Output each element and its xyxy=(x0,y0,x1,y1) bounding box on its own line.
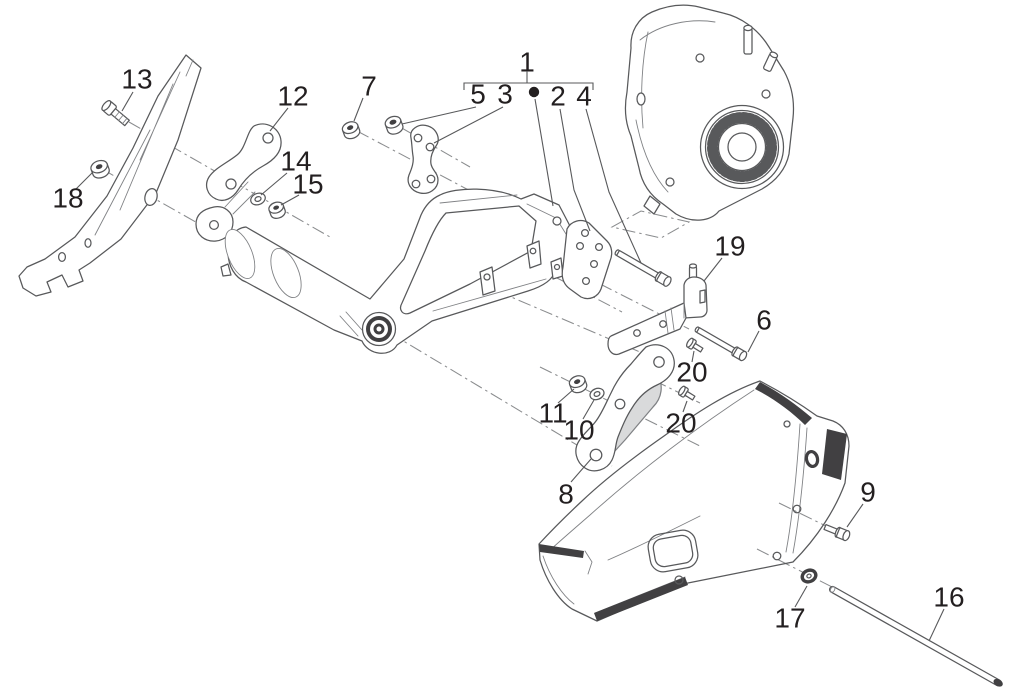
bolt-4 xyxy=(614,249,672,287)
screw-20-upper xyxy=(686,337,704,353)
axis-line-2 xyxy=(356,130,549,233)
spacer-5 xyxy=(384,115,404,135)
leader-assembly-dot xyxy=(534,98,554,207)
callout-19: 19 xyxy=(714,231,745,262)
axis-line-10 xyxy=(778,502,835,531)
leader-10 xyxy=(582,399,595,420)
leader-9 xyxy=(846,503,864,528)
leader-16 xyxy=(928,608,945,642)
callout-13: 13 xyxy=(121,64,152,95)
callout-1-bracket xyxy=(463,82,594,90)
callout-8: 8 xyxy=(558,479,574,510)
frame-rail xyxy=(18,54,202,297)
leader-15 xyxy=(280,194,300,206)
leader-19 xyxy=(703,257,723,282)
leader-8 xyxy=(570,458,592,483)
leader-6 xyxy=(747,330,760,353)
washer-10 xyxy=(589,387,605,401)
bolt-6 xyxy=(694,326,748,362)
leader-20a xyxy=(691,350,695,363)
washer-14 xyxy=(250,192,266,206)
nut-18 xyxy=(90,159,110,179)
leader-20b xyxy=(682,400,688,413)
leader-11 xyxy=(557,388,575,404)
callout-1: 1 xyxy=(519,47,535,78)
callout-3: 3 xyxy=(497,79,513,110)
leader-12 xyxy=(269,107,289,132)
callout-18: 18 xyxy=(52,183,83,214)
bracket-19 xyxy=(607,263,708,356)
callout-12: 12 xyxy=(277,81,308,112)
bolt-9 xyxy=(823,523,851,542)
engine-mount-axis-outline xyxy=(610,210,691,239)
screw-20-lower xyxy=(678,385,696,401)
leader-2 xyxy=(559,108,591,232)
callout-17: 17 xyxy=(774,603,805,634)
leader-14 xyxy=(260,172,288,196)
assembly-reference-dot xyxy=(528,86,540,98)
callout-9: 9 xyxy=(860,477,876,508)
swingarm xyxy=(220,188,572,354)
callout-4: 4 xyxy=(576,81,592,112)
axle-rod-16 xyxy=(828,585,1003,687)
axis-line-7 xyxy=(539,366,703,448)
engine-unit xyxy=(624,4,795,221)
mount-plate-2 xyxy=(561,219,613,300)
leader-17 xyxy=(794,585,808,608)
body-panel xyxy=(538,380,850,622)
axis-line-11 xyxy=(756,548,839,591)
callout-6: 6 xyxy=(756,305,772,336)
swingarm-pivot-bushing xyxy=(361,311,397,347)
axis-line-6 xyxy=(389,332,613,467)
callout-10: 10 xyxy=(563,415,594,446)
link-plate-3 xyxy=(407,124,439,195)
nut-7 xyxy=(341,121,361,140)
callout-20b: 20 xyxy=(665,408,696,439)
callout-14: 14 xyxy=(280,146,311,177)
link-plate-8 xyxy=(575,344,675,472)
callout-5: 5 xyxy=(470,79,486,110)
callout-11: 11 xyxy=(538,398,567,429)
washer-17 xyxy=(800,568,818,584)
callout-15: 15 xyxy=(292,169,323,200)
callout-20a: 20 xyxy=(676,357,707,388)
panel-slot xyxy=(647,529,699,573)
leader-3 xyxy=(433,106,504,144)
link-plate-12 xyxy=(195,123,282,242)
nut-15 xyxy=(268,201,286,219)
engine-mount-outline xyxy=(610,210,691,239)
bolt-13 xyxy=(101,100,130,127)
axis-line-1 xyxy=(128,121,331,238)
leader-4 xyxy=(585,108,642,264)
callout-16: 16 xyxy=(933,582,964,613)
leader-18 xyxy=(75,171,94,190)
leader-7 xyxy=(353,97,364,122)
callout-2: 2 xyxy=(550,81,566,112)
callout-7: 7 xyxy=(361,71,377,102)
leader-13 xyxy=(121,91,134,112)
leader-5 xyxy=(401,106,477,125)
